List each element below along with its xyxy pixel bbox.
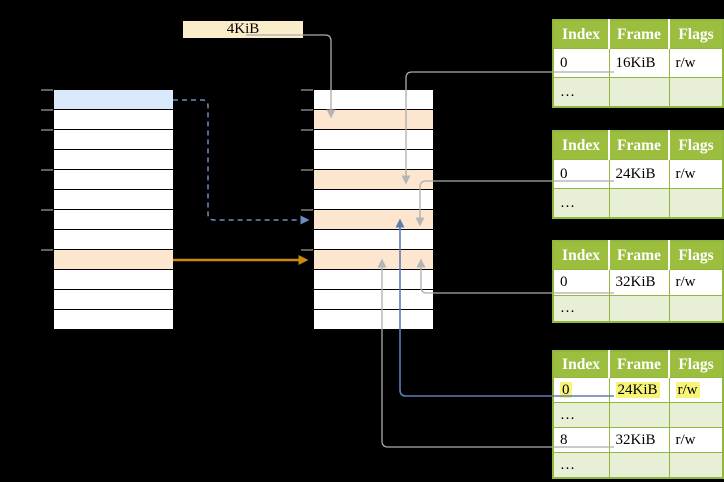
column-header: Frame [608,240,670,270]
page-size-label: 4KiB [183,21,303,38]
table-cell [668,77,724,108]
memory-row-white [314,190,433,210]
highlighted-value: 0 [560,381,572,398]
table-cell: 32KiB [608,269,670,296]
table-row: … [552,295,724,323]
memory-row-white [54,190,173,210]
table-cell: 24KiB [608,377,670,403]
table-cell [668,295,724,323]
memory-row-white [314,150,433,170]
column-header: Flags [668,130,724,160]
table-cell: r/w [668,377,724,403]
memory-row-orange [314,110,433,130]
column-header: Index [552,350,610,378]
table-cell [608,295,670,323]
memory-row-orange [54,250,173,270]
table-cell: r/w [668,427,724,453]
table-cell: 32KiB [608,427,670,453]
table-cell [608,188,670,219]
column-header: Frame [608,350,670,378]
memory-row-white [314,90,433,110]
highlighted-value: r/w [675,381,700,398]
table-cell: 0 [552,48,610,78]
table-row: … [552,77,724,108]
middle-address-column [313,89,434,330]
table-row: 0 24KiB r/w [552,377,724,403]
middle-column-ticks [301,89,313,251]
column-header: Flags [668,350,724,378]
memory-row-white [54,210,173,230]
table-cell: … [552,77,610,108]
column-header: Index [552,19,610,49]
table-cell: 0 [552,269,610,296]
table-cell: 0 [552,159,610,189]
column-header: Index [552,240,610,270]
memory-row-white [54,110,173,130]
left-address-column [53,89,174,330]
table-row: … [552,402,724,428]
memory-row-white [54,290,173,310]
table-cell: … [552,188,610,219]
memory-row-white [54,150,173,170]
column-header: Index [552,130,610,160]
memory-row-orange [314,170,433,190]
memory-row-white [314,270,433,290]
memory-row-orange [314,210,433,230]
table-cell [608,452,670,479]
left-column-ticks [41,89,53,251]
memory-row-white [54,130,173,150]
table-cell [668,402,724,428]
column-header: Flags [668,240,724,270]
table-cell: 0 [552,377,610,403]
memory-row-white [314,230,433,250]
table-cell: 24KiB [608,159,670,189]
column-header: Frame [608,19,670,49]
column-header: Flags [668,19,724,49]
table-cell: r/w [668,159,724,189]
table-cell: 16KiB [608,48,670,78]
memory-row-white [54,270,173,290]
table-cell [608,402,670,428]
column-header: Frame [608,130,670,160]
table-cell: … [552,452,610,479]
table-cell: 8 [552,427,610,453]
highlighted-value: 24KiB [615,381,660,398]
memory-row-white [54,170,173,190]
memory-row-blue [54,90,173,110]
table-cell [668,452,724,479]
table-row: … [552,452,724,479]
table-cell [668,188,724,219]
memory-row-white [314,310,433,329]
table-row: … [552,188,724,219]
connector-dashed-mapping [173,99,310,225]
memory-row-white [54,230,173,250]
table-cell: … [552,402,610,428]
memory-row-white [314,290,433,310]
memory-row-white [54,310,173,329]
table-cell: r/w [668,48,724,78]
table-cell [608,77,670,108]
table-cell: … [552,295,610,323]
memory-row-white [314,130,433,150]
memory-row-orange [314,250,433,270]
table-cell: r/w [668,269,724,296]
